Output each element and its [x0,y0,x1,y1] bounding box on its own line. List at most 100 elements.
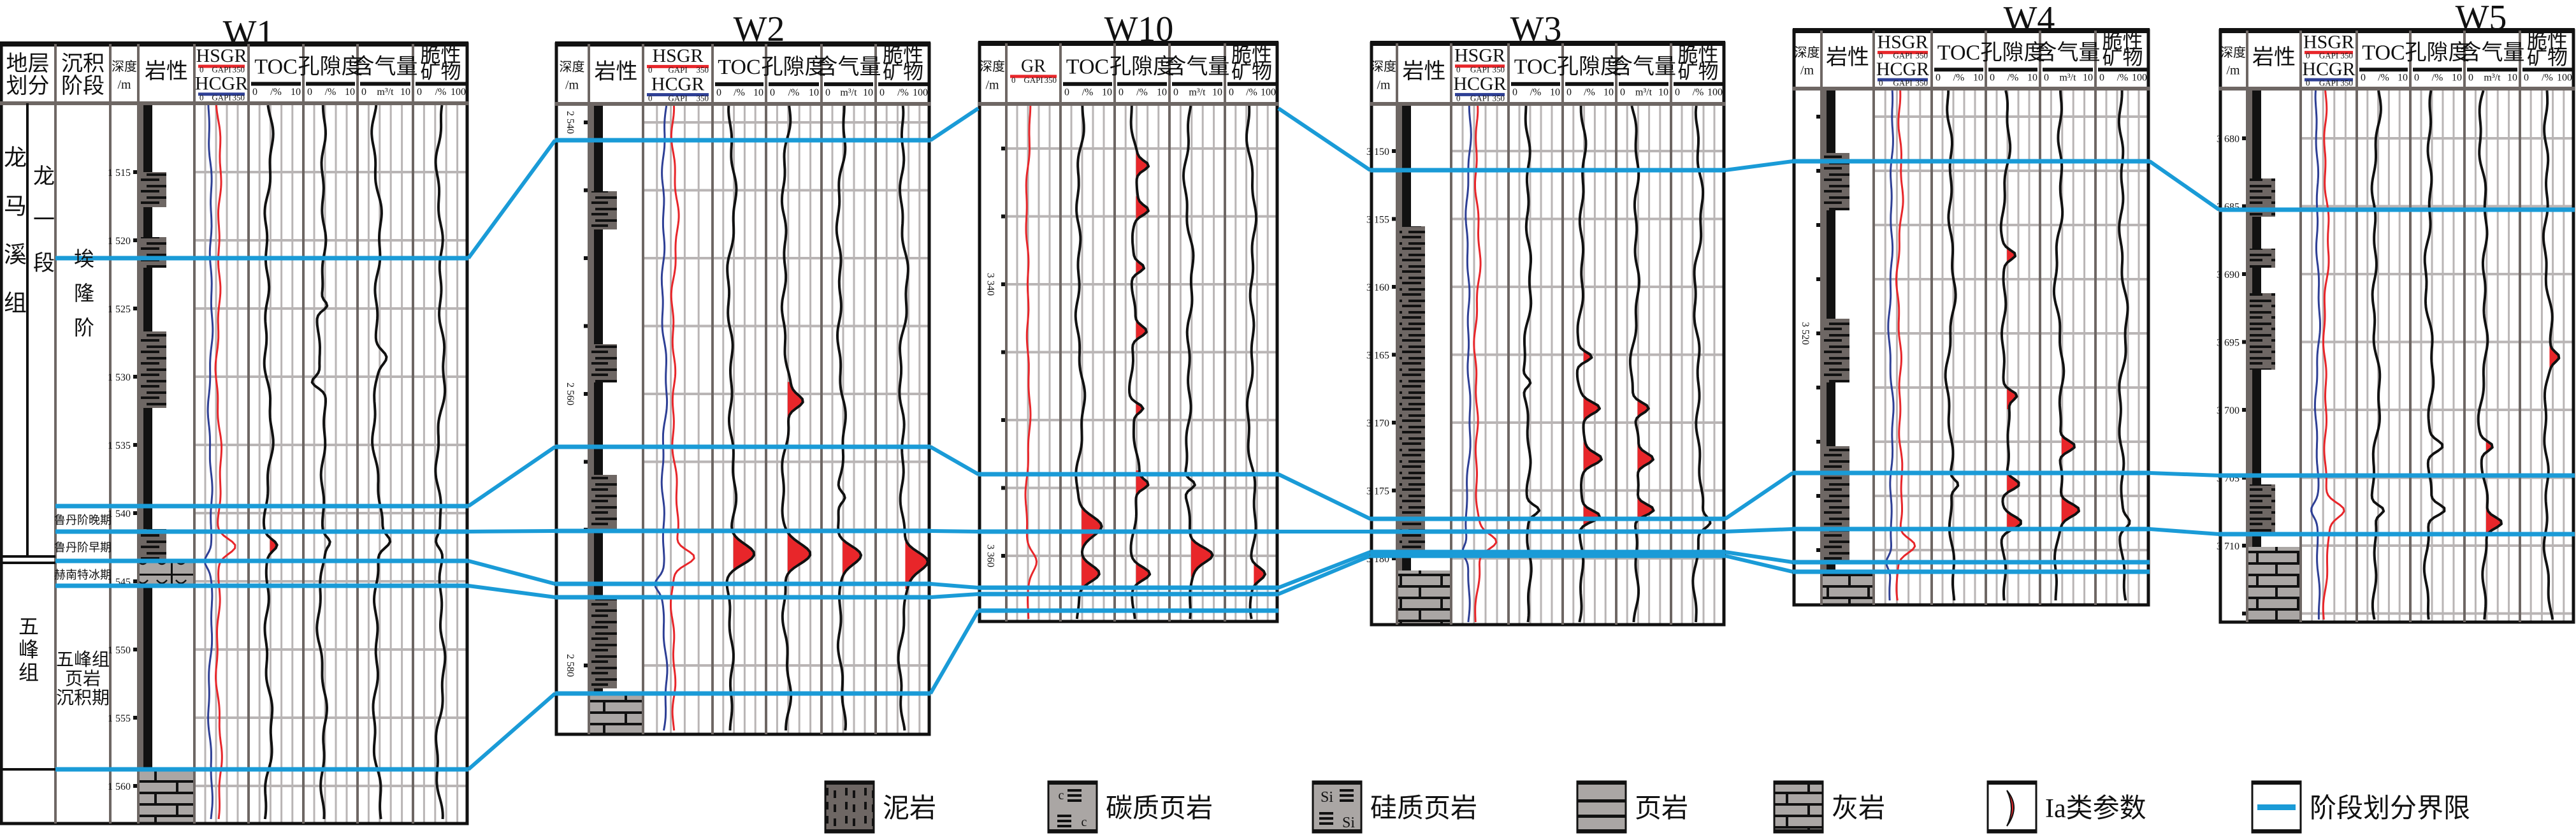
scale-unit: m³/t [1635,87,1653,98]
ia-parameter-fill [2486,432,2493,460]
ia-parameter-fill [2007,381,2017,409]
hsgr-legend-line [1878,50,1928,54]
depth-tick [1001,214,1005,219]
scale-unit: /% [1082,87,1094,98]
header-toc: TOC [1937,41,1980,65]
scale-max: 350 [697,65,709,75]
gas-curve [2052,90,2080,601]
header-depth-unit: /m [985,78,999,92]
depth-tick [2242,204,2246,208]
header-depth: 深度 [2220,45,2246,60]
header-hcgr: HCGR [1876,59,1929,80]
carbon-symbol: c [1082,815,1087,829]
stage-early-rhuddanian: 鲁丹阶早期 [54,541,112,554]
scale-unit: m³/t [1189,87,1206,98]
header-porosity: 孔隙度 [762,55,827,79]
header-hcgr: HCGR [651,73,704,94]
depth-tick [1816,440,1820,444]
depth-label: 1 535 [108,440,131,451]
depth-label: 1 530 [108,372,131,383]
ia-parameter-fill [2007,503,2022,542]
scale-max: 10 [2027,72,2037,83]
depth-tick [2242,340,2246,344]
scale-max: 10 [2398,72,2408,83]
depth-tick [584,120,588,124]
header-depth: 深度 [112,59,137,74]
scale-unit: /% [270,87,282,98]
legend-label: 阶段划分界限 [2310,794,2470,824]
grid-lines [2301,89,2575,622]
boundary-link [929,106,980,142]
ia-parameter-fill [270,528,277,562]
header-hsgr: HSGR [196,45,247,66]
depth-tick [133,375,137,379]
depth-label: 3 690 [2217,270,2240,280]
depth-label: 1 525 [108,304,131,315]
scale-max: 10 [291,87,301,98]
header-hcgr: HCGR [1453,73,1506,94]
scale-min: 0 [199,65,204,75]
depth-tick [584,188,588,192]
header-porosity: 孔隙度 [298,55,363,79]
header-gas: 含气量 [2036,41,2101,65]
header-porosity: 孔隙度 [1110,55,1175,79]
ia-parameter-fill [1136,314,1147,348]
scale-unit: GAPI [212,65,231,75]
header-depth: 深度 [980,59,1005,74]
depth-label: 3 155 [1366,215,1389,226]
scale-unit: /% [1584,87,1595,98]
ia-parameter-fill [1136,554,1150,593]
scale-max: 10 [1102,87,1112,98]
depth-tick [133,307,137,310]
header-depth-unit: /m [117,78,131,92]
header-brittle: 脆性 [420,43,461,66]
lithology-column [1398,105,1450,625]
scale-unit: GAPI [212,92,231,102]
scale-min: 0 [2414,72,2419,83]
header-brittle: 矿物 [1231,60,1272,83]
boundary-link [929,609,980,695]
toc-curve [1074,105,1103,620]
porosity-curve [2422,90,2446,620]
boundary-link [1277,106,1371,172]
legend-label: 碳质页岩 [1106,794,1213,824]
ia-parameter-fill [1583,499,1600,533]
depth-tick [1001,282,1005,286]
depth-tick [1816,169,1820,173]
header-gas: 含气量 [2460,41,2525,65]
scale-max: 350 [697,93,709,103]
hcgr-legend-line [1878,78,1928,82]
header-lithology: 岩性 [145,59,188,84]
depth-label: 3 165 [1366,351,1389,361]
gas-curve [370,105,392,820]
scale-min: 0 [252,87,257,98]
hcgr-legend-line [2305,78,2353,82]
depth-tick [133,511,137,515]
header-depth-unit: /m [565,78,579,92]
scale-unit: GAPI [1470,93,1489,103]
scale-min: 0 [2524,72,2529,83]
scale-unit: m³/t [377,87,394,98]
limestone-interval [1398,570,1450,625]
lithology-column [138,105,194,824]
toc-curve [262,105,279,820]
limestone-interval [1823,572,1872,605]
limestone-interval [2248,547,2299,622]
boundary-link [1725,550,1793,564]
scale-max: 100 [2132,72,2147,83]
header-strat: 划分 [6,74,50,98]
hsgr-legend-line [1455,64,1505,68]
scale-min: 0 [2468,72,2473,83]
lithology-column [590,105,642,734]
header-depth: 深度 [1795,45,1820,60]
depth-label: 2 540 [565,111,575,134]
boundary-link [930,529,979,534]
boundary-link [929,445,980,476]
boundary-link [1725,527,1793,534]
depth-label: 3 700 [2217,405,2240,416]
brittle-curve [897,105,929,731]
